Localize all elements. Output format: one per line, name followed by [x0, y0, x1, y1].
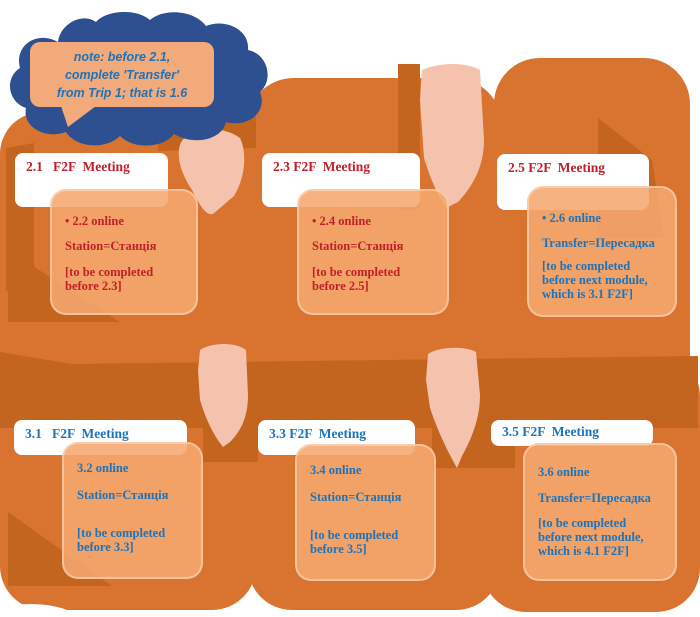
notch	[421, 39, 489, 69]
module-3-4-online: 3.4 online	[310, 463, 362, 477]
note-line: [to be completed	[538, 516, 627, 530]
note-line: [to be completed	[542, 259, 631, 273]
module-3-2-vocab: Station=Станція	[77, 488, 169, 502]
module-2-2-online: • 2.2 online	[65, 214, 124, 228]
note-line: complete 'Transfer'	[64, 67, 180, 82]
module-2-4-box: • 2.4 online Station=Станція [to be comp…	[297, 189, 449, 315]
shadow-accent	[0, 352, 698, 428]
module-3-5-header: 3.5 F2F Meeting	[502, 424, 599, 439]
blob-notches	[0, 39, 522, 617]
module-2-2-box: • 2.2 online Station=Станція [to be comp…	[50, 189, 198, 315]
module-3-5-header-box: 3.5 F2F Meeting	[491, 420, 653, 446]
module-3-4-vocab: Station=Станція	[310, 490, 402, 504]
note-tail	[60, 103, 100, 127]
arrow-2-3-to-2-5	[420, 64, 484, 208]
note-line: [to be completed	[77, 526, 166, 540]
note-line: [to be completed	[65, 265, 154, 279]
module-2-1-header: 2.1 F2F Meeting	[26, 159, 130, 174]
note-line: which is 4.1 F2F]	[538, 544, 629, 558]
module-3-6-vocab: Transfer=Пересадка	[538, 491, 651, 505]
module-2-6-online: • 2.6 online	[542, 211, 601, 225]
module-2-6-vocab: Transfer=Пересадка	[542, 236, 655, 250]
module-3-3-header: 3.3 F2F Meeting	[269, 426, 366, 441]
module-3-2-box: 3.2 online Station=Станція [to be comple…	[62, 442, 203, 579]
module-3-4-box: 3.4 online Station=Станція [to be comple…	[295, 444, 436, 581]
note-line: before 3.3]	[77, 540, 134, 554]
module-2-2-note: [to be completed before 2.3]	[52, 253, 196, 293]
notch	[470, 607, 522, 617]
module-2-4-vocab: Station=Станція	[312, 239, 404, 253]
module-3-6-box: 3.6 online Transfer=Пересадка [to be com…	[523, 443, 677, 581]
note-line: before 2.5]	[312, 279, 369, 293]
note-callout: note: before 2.1, complete 'Transfer' fr…	[30, 42, 214, 107]
module-3-6-note: [to be completed before next module, whi…	[525, 505, 675, 558]
connector-arrows	[178, 64, 484, 468]
module-3-1-header: 3.1 F2F Meeting	[25, 426, 129, 441]
module-2-5-header: 2.5 F2F Meeting	[508, 160, 605, 175]
note-line: note: before 2.1,	[73, 50, 171, 64]
module-2-4-online: • 2.4 online	[312, 214, 371, 228]
module-2-6-note: [to be completed before next module, whi…	[529, 250, 675, 301]
module-2-6-box: • 2.6 online Transfer=Пересадка [to be c…	[527, 186, 677, 317]
note-line: before 3.5]	[310, 542, 367, 556]
module-2-3-header: 2.3 F2F Meeting	[273, 159, 370, 174]
arrow-2-1-to-2-3	[178, 129, 245, 215]
module-3-2-online: 3.2 online	[77, 461, 129, 475]
module-3-2-note: [to be completed before 3.3]	[64, 502, 201, 554]
module-3-4-note: [to be completed before 3.5]	[297, 504, 434, 556]
note-line: [to be completed	[310, 528, 399, 542]
note-line: from Trip 1; that is 1.6	[56, 85, 188, 100]
arrow-3-3-to-3-5	[426, 347, 480, 468]
note-line: [to be completed	[312, 265, 401, 279]
notch	[228, 607, 284, 617]
note-line: before next module,	[542, 273, 648, 287]
arrow-row2-to-3-1	[198, 344, 248, 447]
notch	[0, 604, 79, 617]
note-line: before next module,	[538, 530, 644, 544]
note-line: before 2.3]	[65, 279, 122, 293]
module-2-2-vocab: Station=Станція	[65, 239, 157, 253]
module-3-6-online: 3.6 online	[538, 465, 590, 479]
note-line: which is 3.1 F2F]	[542, 287, 633, 301]
module-2-4-note: [to be completed before 2.5]	[299, 253, 447, 293]
